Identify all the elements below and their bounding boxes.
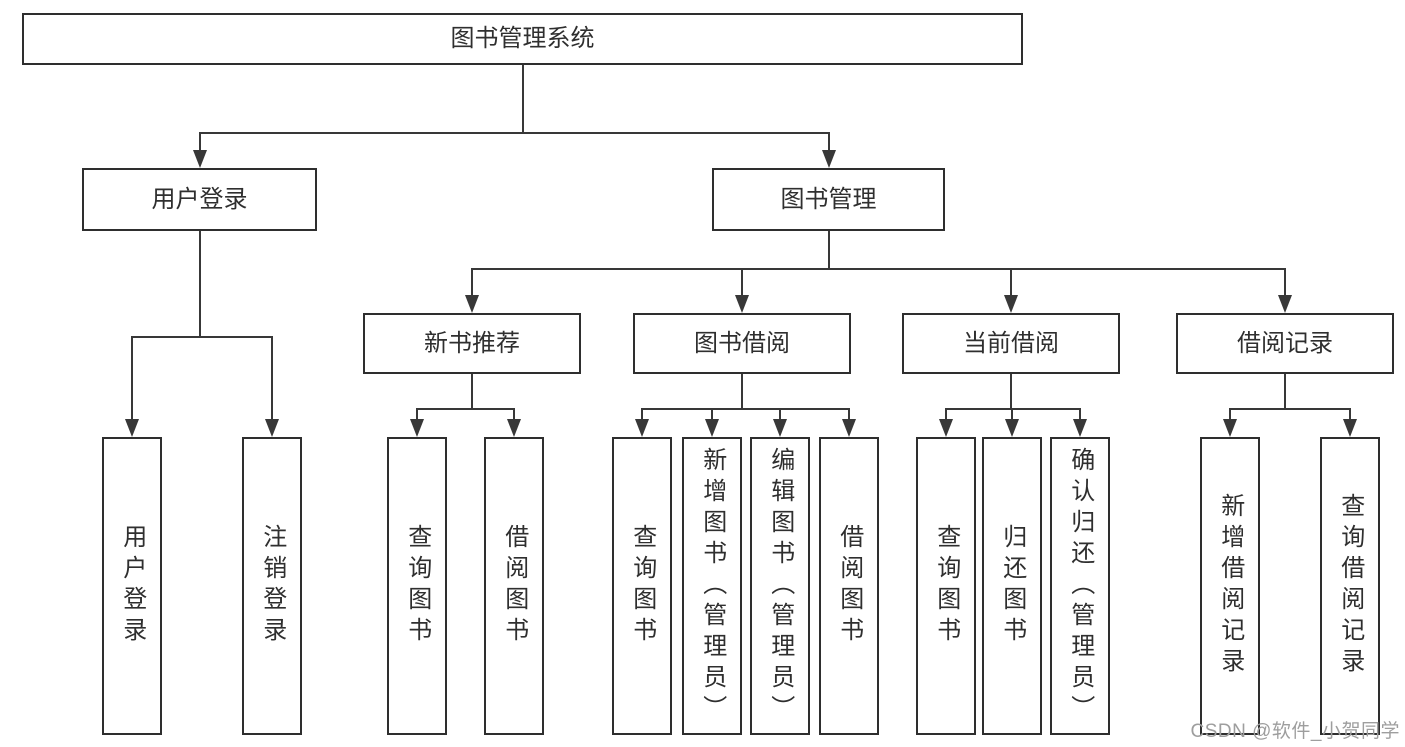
node-leaf-bb-query: 查询图书: [612, 437, 672, 735]
node-leaf-user-login: 用户登录: [102, 437, 162, 735]
arrowhead-icon: [1005, 419, 1019, 437]
connector-drop: [416, 408, 418, 421]
arrowhead-icon: [735, 295, 749, 313]
node-leaf-rec-borrow: 借阅图书: [484, 437, 544, 735]
arrowhead-icon: [125, 419, 139, 437]
arrowhead-icon: [635, 419, 649, 437]
arrowhead-icon: [705, 419, 719, 437]
node-label: 归还图书: [998, 524, 1026, 648]
node-label: 用户登录: [118, 524, 146, 648]
node-label: 新增图书（管理员）: [698, 446, 726, 726]
node-current-borrow: 当前借阅: [902, 313, 1120, 374]
node-label: 图书管理: [780, 185, 877, 213]
node-label: 借阅图书: [835, 524, 863, 648]
connector-bar: [198, 132, 830, 134]
arrowhead-icon: [507, 419, 521, 437]
node-user-login: 用户登录: [82, 168, 317, 231]
connector-drop: [1079, 408, 1081, 421]
node-leaf-cb-confirm: 确认归还（管理员）: [1050, 437, 1110, 735]
node-label: 确认归还（管理员）: [1066, 446, 1094, 726]
connector-stem: [741, 374, 743, 410]
node-label: 新书推荐: [424, 329, 520, 357]
connector-drop: [271, 336, 273, 421]
connector-bar: [471, 268, 1286, 270]
node-root: 图书管理系统: [22, 13, 1023, 65]
node-borrow-record: 借阅记录: [1176, 313, 1394, 374]
connector-drop: [1011, 408, 1013, 421]
node-leaf-br-query: 查询借阅记录: [1320, 437, 1380, 735]
connector-stem: [1010, 374, 1012, 410]
arrowhead-icon: [1278, 295, 1292, 313]
node-label: 图书借阅: [694, 329, 790, 357]
node-leaf-cb-return: 归还图书: [982, 437, 1042, 735]
connector-stem: [827, 231, 830, 270]
arrowhead-icon: [265, 419, 279, 437]
connector-drop: [471, 268, 473, 297]
node-label: 编辑图书（管理员）: [766, 446, 794, 726]
arrowhead-icon: [1343, 419, 1357, 437]
node-label: 查询图书: [628, 524, 656, 648]
connector-drop: [1284, 268, 1286, 297]
node-leaf-bb-borrow: 借阅图书: [819, 437, 879, 735]
node-label: 注销登录: [258, 524, 286, 648]
connector-drop: [513, 408, 515, 421]
connector-bar: [131, 336, 273, 338]
node-label: 借阅记录: [1237, 329, 1333, 357]
node-label: 借阅图书: [500, 524, 528, 648]
connector-drop: [1010, 268, 1012, 297]
connector-drop: [131, 336, 133, 421]
node-leaf-bb-edit: 编辑图书（管理员）: [750, 437, 810, 735]
arrowhead-icon: [1223, 419, 1237, 437]
connector-drop: [779, 408, 781, 421]
arrowhead-icon: [192, 150, 207, 168]
connector-stem: [1284, 374, 1286, 410]
connector-stem: [198, 231, 201, 338]
node-leaf-bb-add: 新增图书（管理员）: [682, 437, 742, 735]
connector-drop: [848, 408, 850, 421]
connector-stem: [521, 65, 524, 134]
connector-bar: [1229, 408, 1351, 410]
node-leaf-cb-query: 查询图书: [916, 437, 976, 735]
arrowhead-icon: [410, 419, 424, 437]
node-label: 用户登录: [151, 185, 248, 213]
node-label: 图书管理系统: [450, 25, 595, 53]
node-leaf-rec-query: 查询图书: [387, 437, 447, 735]
node-label: 查询图书: [932, 524, 960, 648]
arrowhead-icon: [773, 419, 787, 437]
connector-bar: [416, 408, 515, 410]
node-label: 当前借阅: [963, 329, 1059, 357]
node-book-borrow: 图书借阅: [633, 313, 851, 374]
arrowhead-icon: [821, 150, 836, 168]
connector-drop: [827, 132, 830, 152]
arrowhead-icon: [1004, 295, 1018, 313]
arrowhead-icon: [1073, 419, 1087, 437]
connector-drop: [198, 132, 201, 152]
connector-drop: [711, 408, 713, 421]
connector-stem: [471, 374, 473, 410]
node-label: 查询图书: [403, 524, 431, 648]
watermark: CSDN @软件_小贺同学: [1190, 721, 1400, 742]
node-book-mgmt: 图书管理: [712, 168, 945, 231]
node-label: 新增借阅记录: [1216, 493, 1244, 679]
node-leaf-logout: 注销登录: [242, 437, 302, 735]
arrowhead-icon: [939, 419, 953, 437]
connector-drop: [1349, 408, 1351, 421]
arrowhead-icon: [842, 419, 856, 437]
node-label: 查询借阅记录: [1336, 493, 1364, 679]
node-leaf-br-add: 新增借阅记录: [1200, 437, 1260, 735]
connector-bar: [641, 408, 850, 410]
connector-bar: [945, 408, 1081, 410]
connector-drop: [741, 268, 743, 297]
node-new-book-rec: 新书推荐: [363, 313, 581, 374]
connector-drop: [1229, 408, 1231, 421]
arrowhead-icon: [465, 295, 479, 313]
connector-drop: [945, 408, 947, 421]
connector-drop: [641, 408, 643, 421]
